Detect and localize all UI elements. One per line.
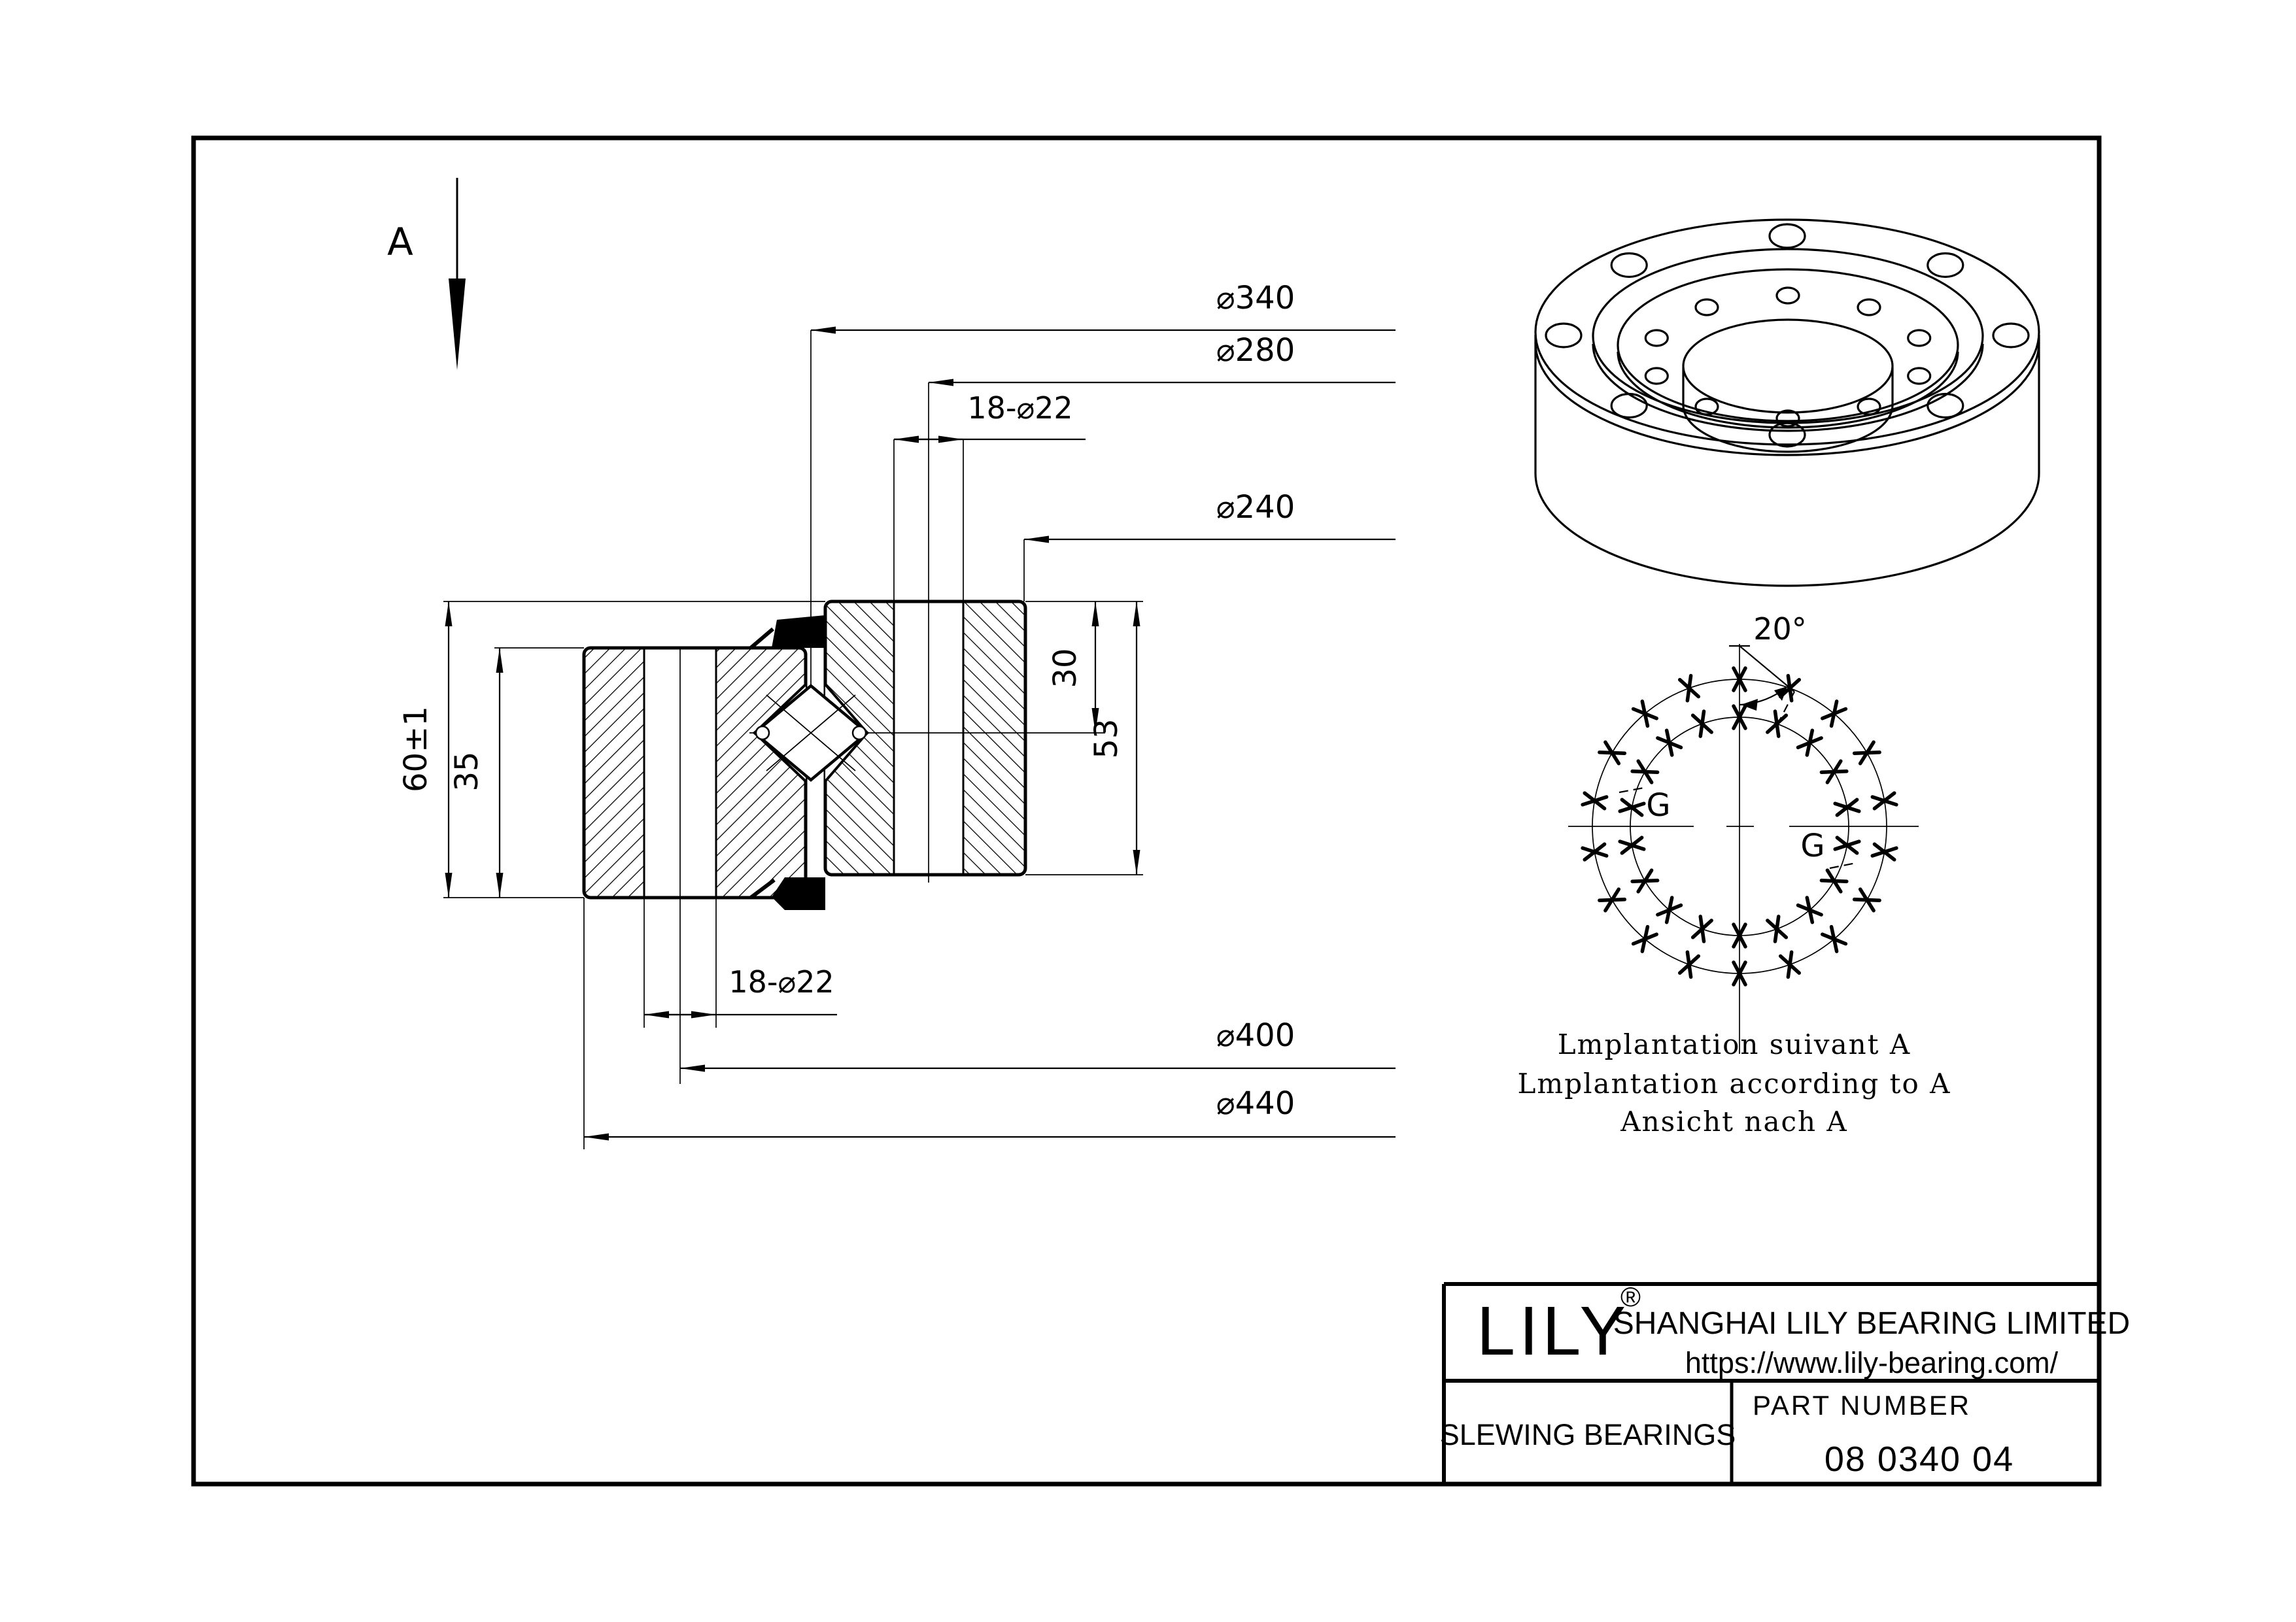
registered-trademark-icon: ® — [1620, 1281, 1641, 1312]
cross-roller — [752, 684, 870, 782]
dim-outer-race-dia: ⌀340 — [1216, 280, 1295, 316]
flange-hole — [1907, 367, 1932, 385]
bolt-hole-mark — [1656, 728, 1683, 757]
dim-upper-height: 30 — [1047, 648, 1084, 688]
bolt-hole-mark — [1819, 759, 1849, 785]
seal-top — [749, 615, 825, 650]
flange-hole — [1610, 392, 1648, 419]
bolt-hole-mark — [1833, 836, 1861, 855]
bolt-hole-mark — [1630, 868, 1660, 894]
bolt-hole-mark — [1732, 704, 1747, 730]
bolt-hole-mark — [1821, 924, 1848, 953]
bolt-hole-mark — [1732, 960, 1747, 987]
drawing-border — [191, 135, 2102, 1487]
dimension-lines — [445, 326, 1396, 1141]
flange-hole — [1545, 322, 1583, 348]
product-category: SLEWING BEARINGS — [1440, 1418, 1736, 1451]
bolt-hole-mark — [1870, 842, 1898, 862]
angle-callout: 20° — [1729, 611, 1807, 728]
bolt-hole-mark — [1630, 759, 1660, 785]
iso-inner-bolt-holes — [1644, 286, 1932, 428]
dim-bolt-holes-top: 18-⌀22 — [967, 390, 1072, 426]
flange-hole — [1857, 298, 1881, 316]
flange-hole — [1927, 252, 1964, 279]
part-number-value: 08 0340 04 — [1825, 1440, 2014, 1479]
flange-hole — [1610, 252, 1648, 279]
bolt-hole-mark — [1778, 950, 1802, 979]
bolt-hole-mark — [1852, 887, 1881, 913]
dim-bolt-holes-bottom: 18-⌀22 — [728, 964, 834, 1000]
dim-inner-height: 35 — [449, 751, 485, 791]
bolt-hole-mark — [1690, 709, 1713, 738]
flange-hole — [1644, 367, 1669, 385]
dim-inner-bolt-circle: ⌀280 — [1216, 332, 1295, 369]
bolt-hole-mark — [1631, 924, 1658, 953]
dim-outer-dia: ⌀440 — [1216, 1085, 1295, 1122]
bolt-hole-mark — [1870, 791, 1898, 811]
bolt-circle-diagram: 20° G G Lmplantation suivant A Lmplantat… — [1518, 611, 1951, 1138]
bolt-hole-mark — [1581, 842, 1609, 862]
part-number-label: PART NUMBER — [1753, 1390, 1971, 1421]
bolt-hole-mark — [1631, 700, 1658, 728]
company-website: https://www.lily-bearing.com/ — [1685, 1346, 2059, 1379]
flange-hole — [1775, 409, 1800, 428]
dim-bore-dia: ⌀240 — [1216, 489, 1295, 526]
bolt-hole-mark — [1766, 915, 1789, 943]
bolt-hole-marks — [1581, 666, 1898, 987]
flange-hole — [1768, 223, 1806, 249]
flange-hole — [1694, 397, 1719, 416]
bolt-hole-mark — [1598, 740, 1627, 766]
bolt-hole-mark — [1677, 673, 1701, 703]
bolt-hole-mark — [1581, 791, 1609, 811]
caption-line-3: Ansicht nach A — [1620, 1106, 1848, 1138]
title-block: LILY ® SHANGHAI LILY BEARING LIMITED htt… — [1440, 1281, 2130, 1484]
caption-line-1: Lmplantation suivant A — [1558, 1028, 1911, 1060]
flange-hole — [1927, 392, 1964, 419]
bolt-hole-mark — [1598, 887, 1627, 913]
bolt-hole-mark — [1852, 740, 1881, 766]
flange-hole — [1768, 422, 1806, 448]
isometric-view — [1534, 218, 2040, 587]
bolt-hole-mark — [1819, 868, 1849, 894]
flange-hole — [1857, 397, 1881, 416]
caption-line-2: Lmplantation according to A — [1518, 1068, 1951, 1100]
bolt-hole-mark — [1732, 666, 1747, 692]
flange-hole — [1644, 329, 1669, 347]
bolt-hole-mark — [1656, 896, 1683, 924]
view-arrow-A: A — [387, 178, 466, 370]
flange-hole — [1992, 322, 2030, 348]
view-arrow-label: A — [387, 220, 413, 264]
bolt-hole-mark — [1732, 922, 1747, 949]
bolt-hole-mark — [1833, 798, 1861, 817]
bolt-hole-mark — [1690, 915, 1713, 943]
iso-outer-bolt-holes — [1545, 223, 2030, 448]
bolt-hole-mark — [1618, 836, 1646, 855]
bolt-hole-mark — [1821, 700, 1848, 728]
flange-hole — [1907, 329, 1932, 347]
flange-hole — [1694, 298, 1719, 316]
dim-total-height: 60±1 — [398, 706, 434, 792]
cross-section-view: ⌀340 ⌀280 18-⌀22 ⌀240 60±1 35 30 53 18-⌀… — [398, 280, 1396, 1149]
bolt-hole-mark — [1766, 709, 1789, 738]
bolt-hole-mark — [1618, 798, 1646, 817]
seal-bottom — [749, 877, 825, 910]
company-name: SHANGHAI LILY BEARING LIMITED — [1613, 1306, 2130, 1341]
angle-label: 20° — [1753, 611, 1807, 647]
grease-label-right: G — [1800, 828, 1825, 864]
bolt-hole-mark — [1796, 896, 1823, 924]
grease-label-left: G — [1646, 787, 1670, 824]
dim-outer-bolt-circle: ⌀400 — [1216, 1017, 1295, 1054]
dim-outer-ring-height: 53 — [1088, 718, 1125, 758]
bolt-hole-mark — [1677, 950, 1701, 979]
bolt-hole-mark — [1796, 728, 1823, 757]
company-logo: LILY — [1477, 1293, 1630, 1370]
flange-hole — [1775, 286, 1800, 305]
